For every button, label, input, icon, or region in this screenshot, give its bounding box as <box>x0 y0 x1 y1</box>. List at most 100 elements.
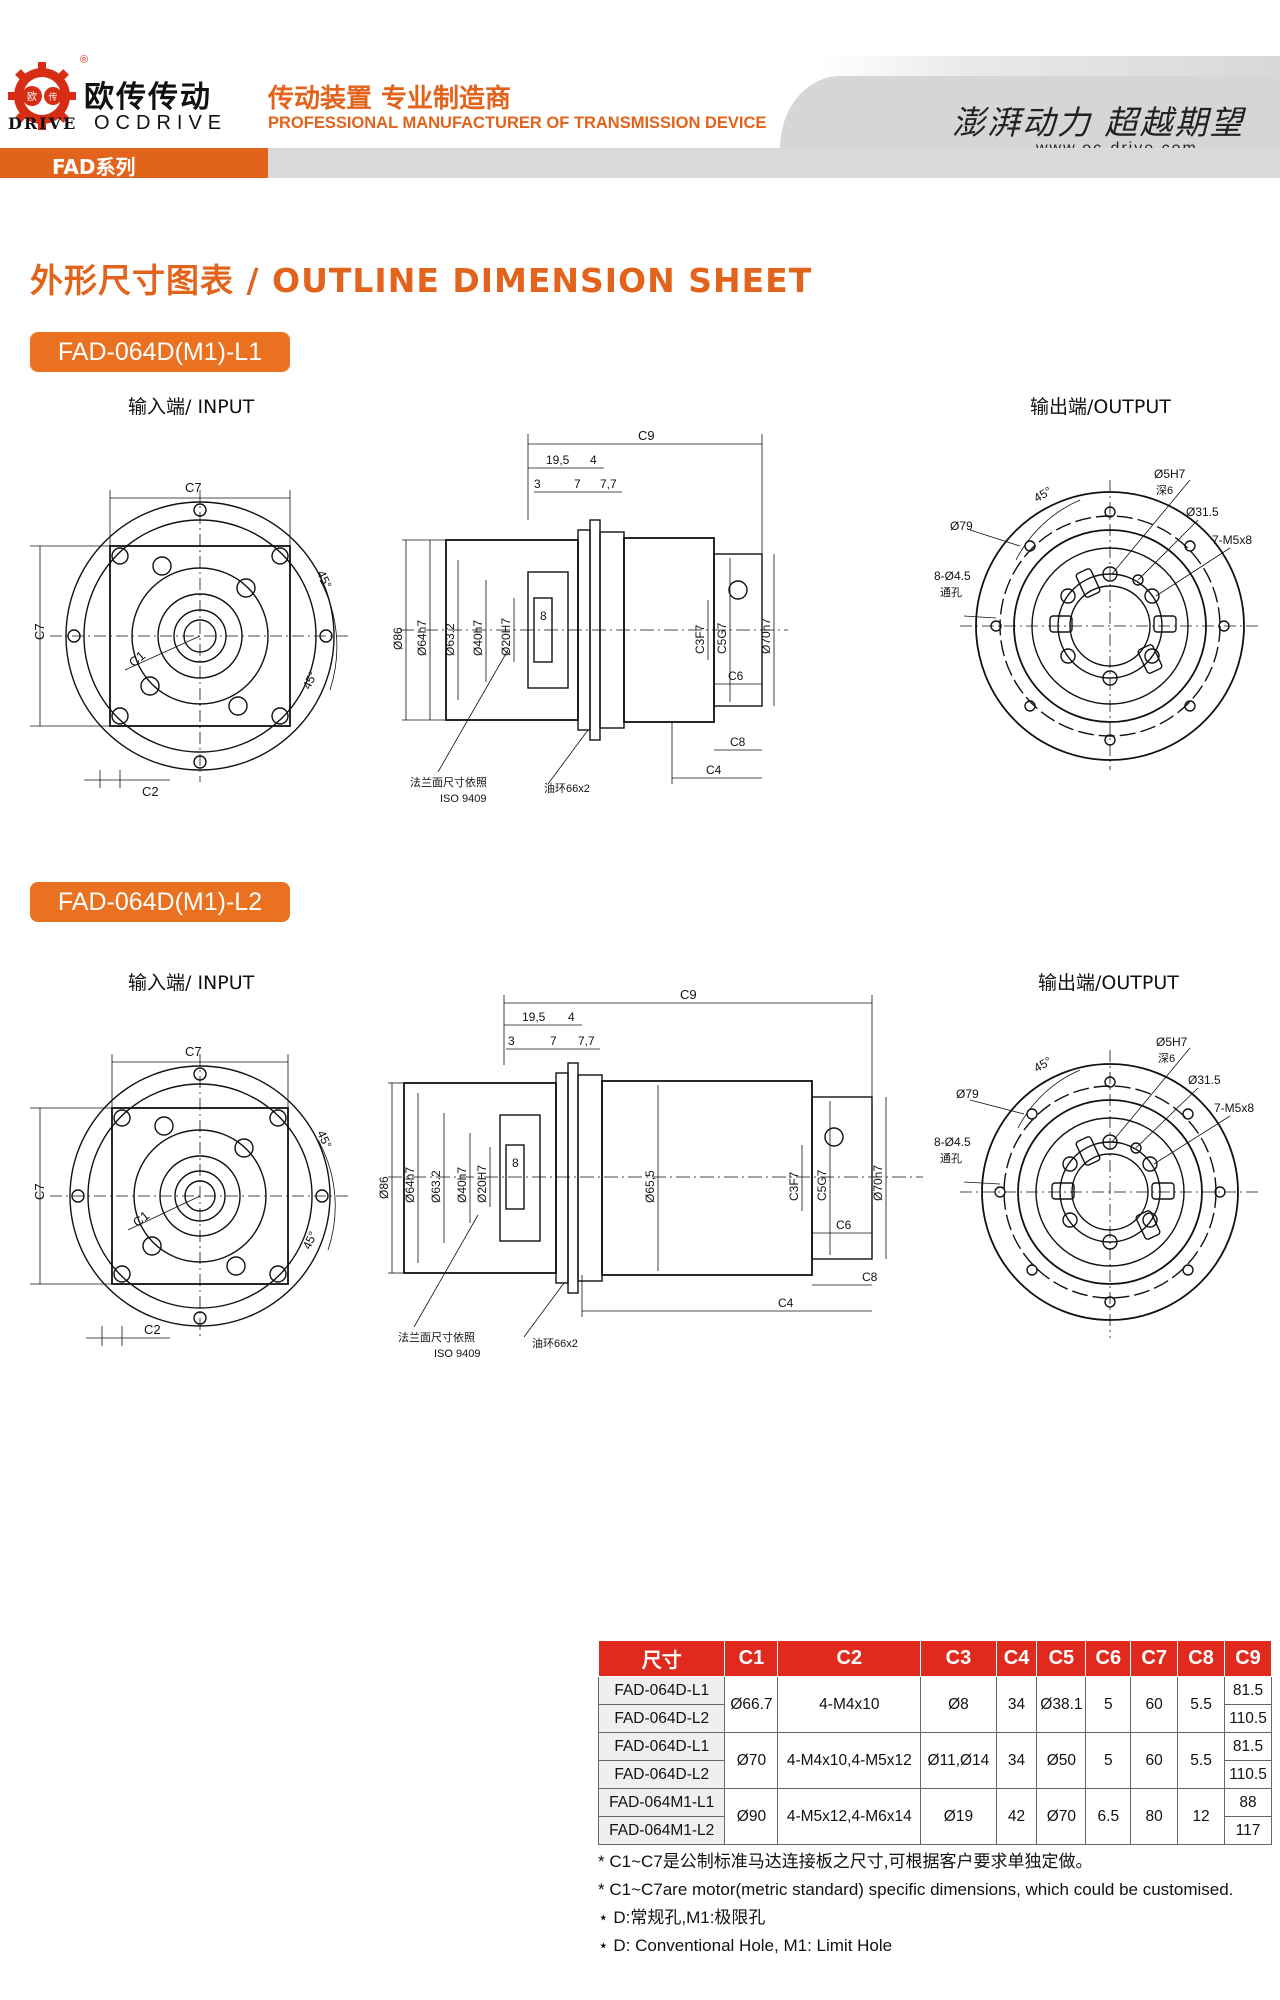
series-tab: FAD系列 <box>0 148 268 179</box>
logo-gear-icon: 欧 传 <box>8 62 76 130</box>
c8-cell: 12 <box>1177 1788 1226 1845</box>
label-m5x8-l1: 7-M5x8 <box>1212 533 1252 547</box>
label-c3-l1: C3F7 <box>693 624 707 654</box>
label-c6-l1: C6 <box>728 669 744 683</box>
header-swoosh <box>780 76 1280 148</box>
label-c4-l2: C4 <box>778 1296 794 1310</box>
label-c6-l2: C6 <box>836 1218 852 1232</box>
label-c8-l1: C8 <box>730 735 746 749</box>
c9-cell: 81.5 <box>1224 1732 1272 1761</box>
c3-cell: Ø11,Ø14 <box>920 1732 997 1789</box>
label-195-l1: 19,5 <box>546 453 570 467</box>
c5-cell: Ø38.1 <box>1036 1676 1087 1733</box>
label-d45-l2: 8-Ø4.5 <box>934 1135 971 1149</box>
label-c1-l1: C1 <box>126 648 148 670</box>
c8-cell: 5.5 <box>1177 1732 1226 1789</box>
label-d315-l1: Ø31.5 <box>1186 505 1219 519</box>
col-header-c8: C8 <box>1177 1640 1226 1677</box>
label-c7-side-l2: C7 <box>32 1183 47 1200</box>
label-d40-l2: Ø40h7 <box>455 1167 469 1203</box>
label-through-l1: 通孔 <box>940 586 962 599</box>
model-cell: FAD-064D-L2 <box>597 1760 726 1789</box>
logo-gear-char-2: 传 <box>48 91 57 102</box>
col-header-c1: C1 <box>724 1640 779 1677</box>
c5-cell: Ø70 <box>1036 1788 1087 1845</box>
col-header-c3: C3 <box>920 1640 997 1677</box>
note-cn-2: ⋆ D:常规孔,M1:极限孔 <box>598 1908 766 1927</box>
label-d632-l1: Ø63.2 <box>443 623 457 656</box>
label-d86-l2: Ø86 <box>377 1176 391 1199</box>
page-header: 欧 传 ® 欧传传动 DRIVE OCDRIVE 传动装置 专业制造商 PROF… <box>0 0 1280 180</box>
c9-cell: 88 <box>1224 1788 1272 1817</box>
col-header-c7: C7 <box>1130 1640 1179 1677</box>
label-depth6-l1: 深6 <box>1156 484 1173 497</box>
model-cell: FAD-064D-L1 <box>597 1676 726 1705</box>
output-view-drawing-l1: 45° Ø5H7 深6 Ø31.5 7-M5x8 Ø79 8-Ø4.5 通孔 <box>934 467 1260 770</box>
label-d5h7-l2: Ø5H7 <box>1156 1035 1188 1049</box>
c3-cell: Ø19 <box>920 1788 997 1845</box>
c9-cell: 110.5 <box>1224 1760 1272 1789</box>
page-title: 外形尺寸图表 / OUTLINE DIMENSION SHEET <box>30 261 813 300</box>
col-header-c6: C6 <box>1085 1640 1132 1677</box>
table-row: FAD-064D-L1 Ø70 4-M4x10,4-M5x12 Ø11,Ø14 … <box>597 1732 1272 1789</box>
label-c2-l2: C2 <box>144 1322 161 1337</box>
label-45-out-l1: 45° <box>1031 484 1054 505</box>
c2-cell: 4-M5x12,4-M6x14 <box>777 1788 922 1845</box>
label-m5x8-l2: 7-M5x8 <box>1214 1101 1254 1115</box>
c6-cell: 6.5 <box>1085 1788 1132 1845</box>
slogan: 澎湃动力 超越期望 <box>952 103 1245 142</box>
logo-brand-cn: 欧传传动 <box>84 80 212 115</box>
label-c2-l1: C2 <box>142 784 159 799</box>
label-c9-l1: C9 <box>638 428 655 443</box>
label-d655-l2: Ø65,5 <box>643 1170 657 1203</box>
model-cell: FAD-064M1-L2 <box>597 1816 726 1845</box>
output-view-drawing-l2: 45° Ø5H7 深6 Ø31.5 7-M5x8 Ø79 8-Ø4.5 通孔 <box>934 1035 1260 1338</box>
side-view-drawing-l1: C9 19,5 4 3 7 7,7 8 Ø86 Ø64h7 Ø63.2 Ø40h… <box>391 428 788 805</box>
label-8-l2: 8 <box>512 1156 519 1170</box>
label-77-l1: 7,7 <box>600 477 617 491</box>
c9-cell: 110.5 <box>1224 1704 1272 1733</box>
label-3-l1: 3 <box>534 477 541 491</box>
side-view-drawing-l2: C9 19,5 4 3 7 7,7 8 Ø86 Ø64h7 Ø63.2 Ø40h… <box>377 987 923 1360</box>
input-view-drawing-l1: C7 C7 C2 C1 45° 45° <box>30 480 350 799</box>
logo-drive-text: DRIVE <box>8 114 78 133</box>
col-header-c4: C4 <box>995 1640 1038 1677</box>
label-3-l2: 3 <box>508 1034 515 1048</box>
label-77-l2: 7,7 <box>578 1034 595 1048</box>
c1-cell: Ø90 <box>724 1788 779 1845</box>
c2-cell: 4-M4x10 <box>777 1676 922 1733</box>
logo-gear-char-1: 欧 <box>27 91 37 103</box>
label-7-l1: 7 <box>574 477 581 491</box>
label-oil-ring-l1: 油环66x2 <box>544 781 590 795</box>
c7-cell: 80 <box>1130 1788 1179 1845</box>
label-d20-l2: Ø20H7 <box>475 1165 489 1203</box>
c1-cell: Ø66.7 <box>724 1676 779 1733</box>
label-through-l2: 通孔 <box>940 1152 962 1165</box>
c9-cell: 81.5 <box>1224 1676 1272 1705</box>
note-en-1: * C1~C7are motor(metric standard) specif… <box>598 1880 1234 1899</box>
table-row: FAD-064M1-L2 117 <box>597 1816 1272 1845</box>
label-8-l1: 8 <box>540 609 547 623</box>
table-row: FAD-064D-L1 Ø66.7 4-M4x10 Ø8 34 Ø38.1 5 … <box>597 1676 1272 1733</box>
label-iso-l2: ISO 9409 <box>434 1348 480 1360</box>
logo-ocdrive-text: OCDRIVE <box>94 112 228 134</box>
label-oil-ring-l2: 油环66x2 <box>532 1336 578 1350</box>
label-c4-l1: C4 <box>706 763 722 777</box>
label-45-b-l1: 45° <box>300 669 320 692</box>
output-view-label-l1: 输出端/OUTPUT <box>1030 396 1171 418</box>
c8-cell: 5.5 <box>1177 1676 1226 1733</box>
input-view-drawing-l2: C7 C7 C2 C1 45° 45° <box>30 1044 350 1346</box>
notes: * C1~C7是公制标准马达连接板之尺寸,可根据客户要求单独定做。 * C1~C… <box>598 1848 1233 1960</box>
label-d79-l2: Ø79 <box>956 1087 979 1101</box>
c4-cell: 34 <box>995 1732 1038 1789</box>
table-row: FAD-064D-L2 110.5 <box>597 1760 1272 1789</box>
col-header-size: 尺寸 <box>597 1640 726 1677</box>
c4-cell: 34 <box>995 1676 1038 1733</box>
label-d632-l2: Ø63.2 <box>429 1170 443 1203</box>
label-195-l2: 19,5 <box>522 1010 546 1024</box>
label-45-out-l2: 45° <box>1031 1054 1054 1075</box>
model-badge-l1: FAD-064D(M1)-L1 <box>30 332 290 372</box>
registered-mark: ® <box>80 54 89 66</box>
c1-cell: Ø70 <box>724 1732 779 1789</box>
model-badge-l2: FAD-064D(M1)-L2 <box>30 882 290 922</box>
